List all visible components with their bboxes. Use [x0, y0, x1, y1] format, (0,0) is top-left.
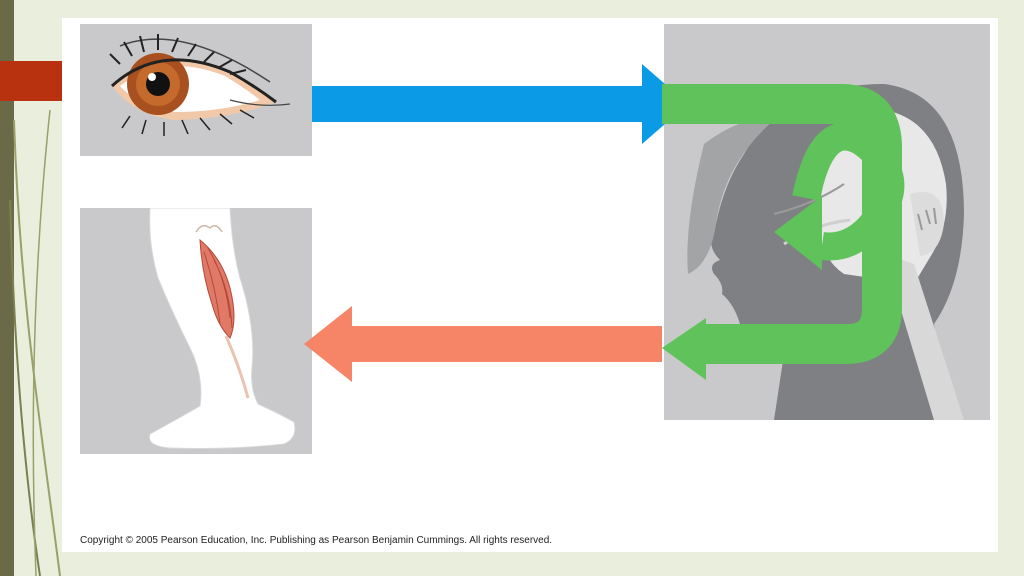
eye-icon	[109, 34, 291, 136]
efferent-arrow	[304, 306, 662, 382]
afferent-arrow	[312, 64, 688, 144]
leg-muscle-icon	[148, 208, 296, 449]
left-decorative-bar	[0, 0, 14, 576]
eye-panel	[80, 24, 312, 156]
head-panel	[664, 24, 990, 420]
title-accent-block	[0, 61, 62, 101]
slide-content: Copyright © 2005 Pearson Education, Inc.…	[62, 18, 998, 552]
copyright-text: Copyright © 2005 Pearson Education, Inc.…	[80, 535, 553, 546]
leg-panel	[80, 208, 312, 454]
decorative-swoosh-lines	[9, 109, 61, 576]
head-skull-icon	[687, 84, 964, 420]
